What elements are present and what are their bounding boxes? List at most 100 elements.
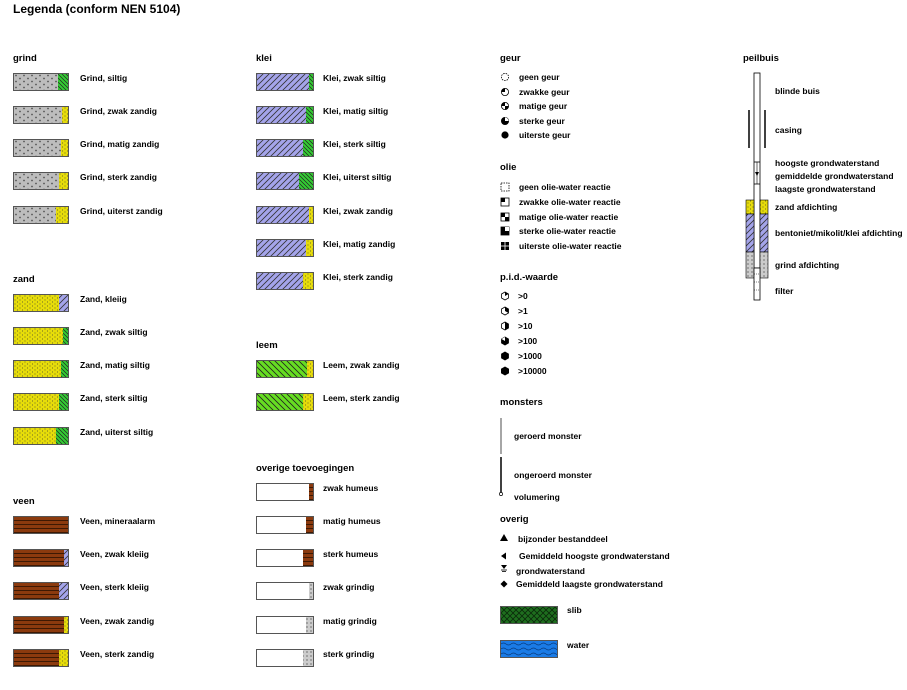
legend-label: Leem, sterk zandig [323,393,400,403]
swatch-overige-1 [256,516,314,534]
swatch-zand-1 [13,327,69,345]
legend-label: gemiddelde grondwaterstand [775,171,894,181]
swatch-veen-1 [13,549,69,567]
geur-strong-icon [501,117,509,125]
swatch-klei-5 [256,239,314,257]
olie-weak-icon [500,197,510,207]
olie-strong-icon [500,226,510,236]
legend-label: >0 [518,291,528,301]
section-header-grind: grind [13,53,37,64]
legend-label: Grind, zwak zandig [80,106,157,116]
swatch-veen-4 [13,649,69,667]
section-header-overig: overig [500,514,529,525]
geur-none-icon [501,73,509,81]
section-header-pid: p.i.d.-waarde [500,272,559,283]
section-header-peilbuis: peilbuis [743,53,779,64]
legend-label: geen geur [519,72,560,82]
legend-label: sterke geur [519,116,565,126]
swatch-leem-0 [256,360,314,378]
swatch-leem-1 [256,393,314,411]
legend-label: Klei, matig siltig [323,106,389,116]
legend-label: >1000 [518,351,542,361]
legend-label: Zand, zwak siltig [80,327,148,337]
swatch-grind-2 [13,139,69,157]
swatch-zand-3 [13,393,69,411]
legend-label: Veen, sterk kleiig [80,582,149,592]
legend-label: Klei, sterk zandig [323,272,393,282]
pid-0-icon [501,291,509,301]
swatch-overige-3 [256,582,314,600]
swatch-overige-0 [256,483,314,501]
legend-label: Zand, uiterst siltig [80,427,154,437]
legend-label: Zand, kleiig [80,294,127,304]
pid-10-icon [501,321,509,331]
legend-label: zwak grindig [323,582,375,592]
legend-label: >1 [518,306,528,316]
section-header-geur: geur [500,53,521,64]
legend-label: Klei, sterk siltig [323,139,386,149]
legend-label: Veen, mineraalarm [80,516,156,526]
legend-label: sterk humeus [323,549,379,559]
swatch-zand-2 [13,360,69,378]
olie-extreme-icon [501,242,509,250]
swatch-veen-3 [13,616,69,634]
legend-label: slib [567,605,582,615]
section-header-klei: klei [256,53,272,64]
geroerd-monster-icon [500,418,502,454]
legend-label: blinde buis [775,86,820,96]
geur-weak-icon [501,88,509,96]
legend-label: >100 [518,336,538,346]
legend-label: zand afdichting [775,202,838,212]
ghg-icon [501,552,506,560]
section-header-olie: olie [500,162,517,173]
swatch-overige-4 [256,616,314,634]
legend-label: bijzonder bestanddeel [518,534,608,544]
legend-label: Veen, zwak kleiig [80,549,149,559]
swatch-slib [500,606,558,624]
legend-label: water [567,640,590,650]
legend-label: matige geur [519,101,568,111]
swatch-water [500,640,558,658]
legend-label: Gemiddeld laagste grondwaterstand [516,579,663,589]
legend-label: zwakke olie-water reactie [519,197,621,207]
legend-label: geen olie-water reactie [519,182,611,192]
legend-label: hoogste grondwaterstand [775,158,880,168]
swatch-klei-0 [256,73,314,91]
legend-label: Leem, zwak zandig [323,360,400,370]
peilbuis-diagram [745,72,769,301]
swatch-klei-4 [256,206,314,224]
legend-label: Veen, sterk zandig [80,649,155,659]
grondwaterstand-icon [501,565,507,572]
olie-moderate-icon [500,212,510,222]
legend-label: Veen, zwak zandig [80,616,155,626]
legend-label: Klei, zwak zandig [323,206,393,216]
swatch-klei-6 [256,272,314,290]
legend-label: Zand, matig siltig [80,360,150,370]
legend-label: Gemiddeld hoogste grondwaterstand [519,551,670,561]
legend-label: matig grindig [323,616,377,626]
section-header-leem: leem [256,340,278,351]
swatch-veen-0 [13,516,69,534]
geur-extreme-icon [501,131,509,139]
swatch-klei-1 [256,106,314,124]
swatch-zand-0 [13,294,69,312]
legend-label: Grind, sterk zandig [80,172,157,182]
legend-label: zwak humeus [323,483,379,493]
legend-label: Zand, sterk siltig [80,393,148,403]
legend-label: grondwaterstand [516,566,585,576]
olie-none-icon [500,182,510,192]
swatch-grind-4 [13,206,69,224]
legend-label: Grind, siltig [80,73,128,83]
section-header-zand: zand [13,274,35,285]
legend-label: matige olie-water reactie [519,212,619,222]
bijzonder-bestanddeel-icon [500,534,508,541]
legend-label: grind afdichting [775,260,840,270]
ongeroerd-monster-icon [500,457,502,493]
swatch-klei-3 [256,172,314,190]
pid-10000-icon [501,366,509,376]
swatch-zand-4 [13,427,69,445]
pid-1000-icon [501,351,509,361]
pid-100-icon [501,336,509,346]
legend-label: volumering [514,492,560,502]
legend-label: filter [775,286,794,296]
